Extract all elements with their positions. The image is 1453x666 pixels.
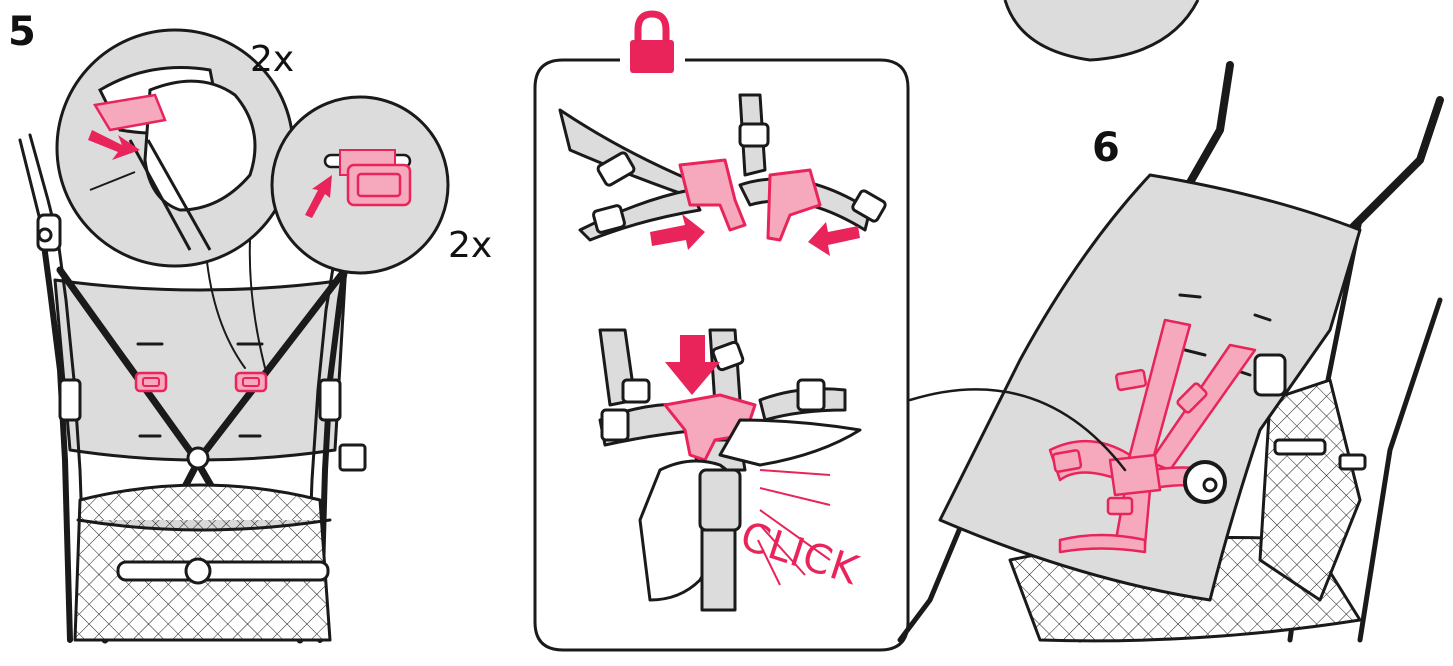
seat-back-fabric <box>55 280 345 460</box>
lock-icon <box>630 14 674 73</box>
step-number-5: 5 <box>8 12 36 52</box>
detail-circle-partial <box>1005 0 1198 60</box>
seat-slot-buckle-left <box>136 373 166 391</box>
repeat-count-label-top: 2x <box>250 42 294 78</box>
repeat-count-label-side: 2x <box>448 228 492 264</box>
step-number-6: 6 <box>1092 128 1120 168</box>
seat-slot-buckle-right <box>236 373 266 391</box>
stroller-seat-view <box>900 65 1440 641</box>
detail-circle-slot <box>272 97 448 273</box>
arrow-push-left <box>808 222 860 256</box>
